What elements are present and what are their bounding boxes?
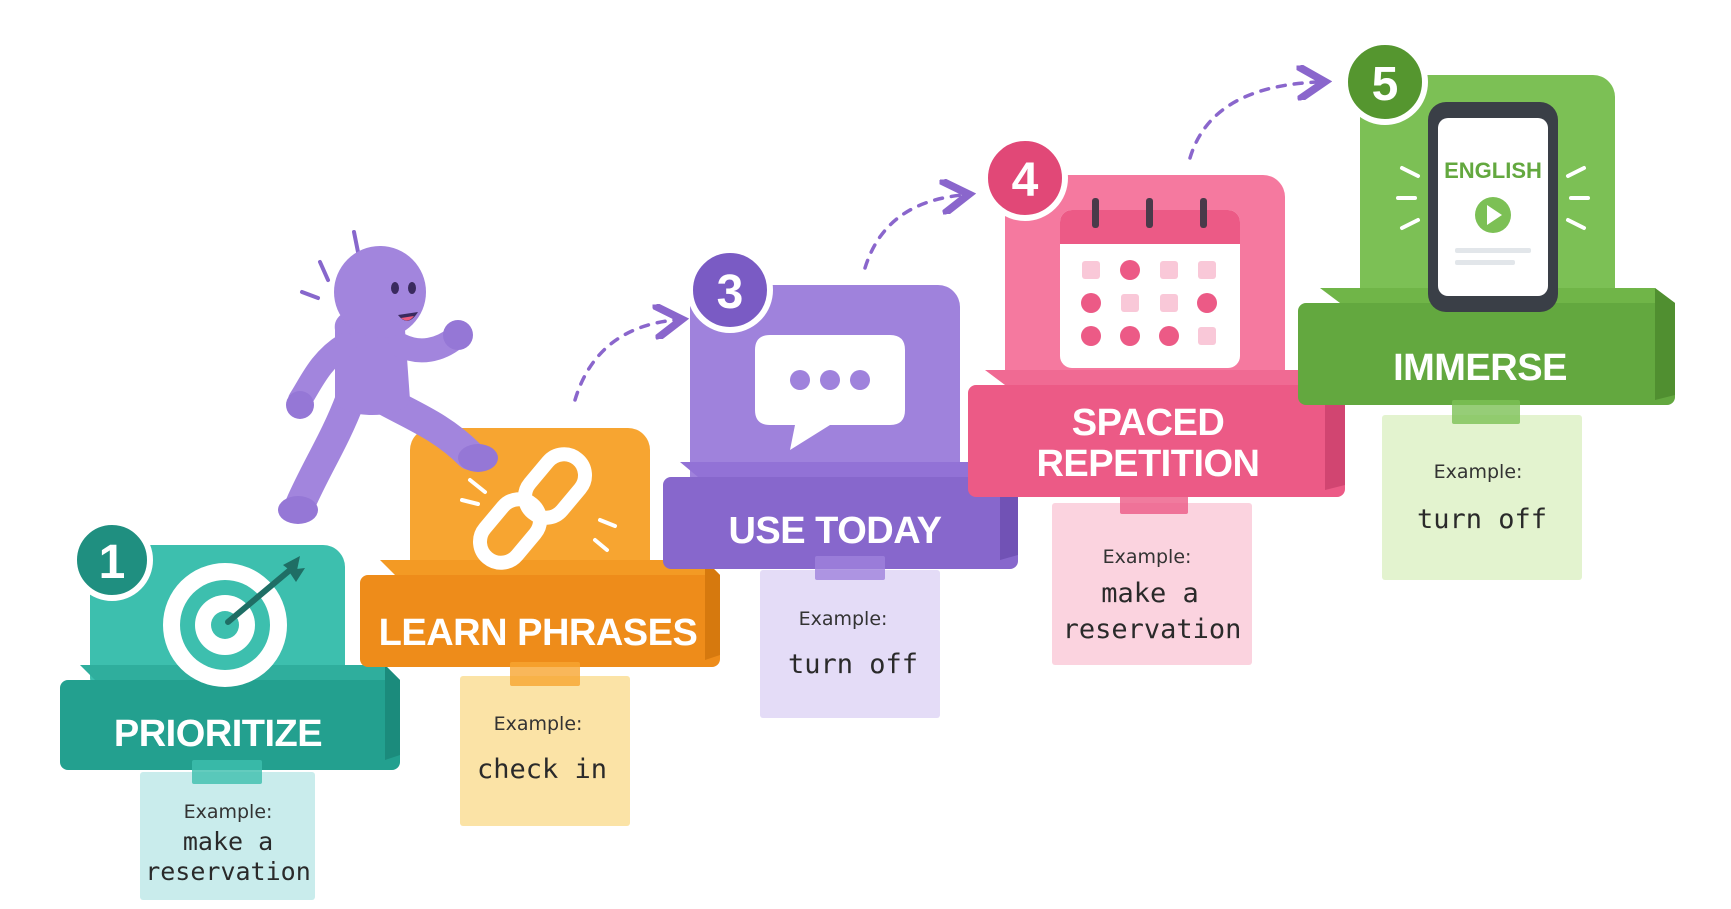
step-4-example-label: Example:: [1103, 546, 1192, 568]
step-1-title: PRIORITIZE: [114, 713, 322, 755]
step-4-example-note: Example: make a reservation: [1052, 490, 1252, 665]
arrow-3-to-4: [863, 195, 962, 270]
step-4-number: 4: [1012, 154, 1039, 207]
step-4-block-top: [985, 370, 1345, 385]
step-3-example-line-1: turn off: [788, 649, 918, 680]
step-3-title: USE TODAY: [728, 510, 941, 552]
step-5-example-line-1: turn off: [1417, 504, 1547, 535]
step-1-example-line-2: reservation: [145, 857, 311, 886]
step-3-block-front: [663, 477, 1018, 569]
step-1-block-side: [385, 665, 400, 760]
step-1-example-line-1: make a: [183, 827, 273, 856]
step-2-example-line-1: check in: [477, 754, 607, 785]
step-2-block-top: [380, 560, 720, 575]
step-2-example-label: Example:: [494, 713, 583, 735]
speech-bubble-icon: [755, 335, 905, 450]
step-3-badge: [687, 247, 773, 333]
arrow-2-to-3: [573, 320, 675, 402]
step-3-block-top: [680, 462, 1018, 477]
step-5-number: 5: [1372, 58, 1399, 111]
step-4-title-line-2: REPETITION: [1036, 443, 1259, 485]
step-5-badge: [1342, 39, 1428, 125]
step-3-example-note: Example: turn off: [760, 556, 940, 718]
step-4-example-line-1: make a: [1101, 578, 1199, 609]
running-person-icon: [278, 230, 498, 524]
step-2-example-note: Example: check in: [460, 662, 630, 826]
phone-video-icon: ENGLISH: [1396, 102, 1590, 312]
step-1-badge: [71, 519, 153, 601]
step-5-example-label: Example:: [1434, 461, 1523, 483]
arrow-4-to-5: [1188, 82, 1318, 160]
step-5-immerse: ENGLISH 5 IMMERSE Example: turn off: [1298, 39, 1675, 580]
calendar-icon: [1060, 198, 1240, 368]
step-3-example-label: Example:: [799, 608, 888, 630]
step-1-example-label: Example:: [184, 801, 273, 823]
step-2-block-front: [360, 575, 720, 667]
step-5-example-note: Example: turn off: [1382, 400, 1582, 580]
step-1-block-front: [60, 680, 400, 770]
step-2-title: LEARN PHRASES: [379, 612, 698, 654]
phone-english-label: ENGLISH: [1444, 158, 1542, 183]
step-4-block-front: [968, 385, 1345, 497]
step-5-block-front: [1298, 303, 1675, 405]
step-3-number: 3: [717, 266, 744, 319]
step-1-example-note: Example: make a reservation: [140, 760, 315, 900]
step-5-block-side: [1655, 288, 1675, 400]
step-5-title: IMMERSE: [1393, 347, 1567, 389]
step-1-prioritize: 1 PRIORITIZE Example: make a reservation: [60, 519, 400, 900]
step-4-spaced-repetition: 4 SPACED REPETITION Example: make a rese…: [968, 135, 1345, 665]
chain-link-icon: [460, 447, 617, 570]
step-4-title-line-1: SPACED: [1072, 402, 1225, 444]
step-3-use-today: 3 USE TODAY Example: turn off: [663, 247, 1018, 718]
target-icon: [163, 556, 305, 687]
step-4-badge: [982, 135, 1068, 221]
step-1-number: 1: [99, 536, 126, 589]
step-4-example-line-2: reservation: [1063, 614, 1242, 645]
step-2-block-side: [705, 560, 720, 660]
